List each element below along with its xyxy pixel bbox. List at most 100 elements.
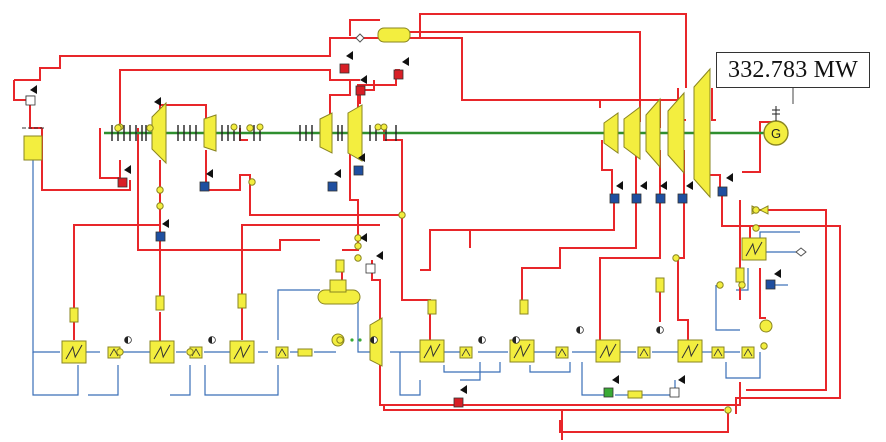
turbine-stage-icon-lp-4 (667, 91, 685, 175)
inline-valve-4 (335, 259, 345, 273)
feedwater-line-34 (399, 352, 421, 396)
valve-icon-red-3 (355, 85, 366, 96)
feedwater-heater-icon-6-coil (599, 343, 617, 359)
steam-line-38 (677, 258, 689, 340)
measurement-flag-icon-20 (678, 375, 685, 384)
steam-line-19 (349, 150, 359, 230)
feedwater-line-10 (88, 365, 119, 396)
valve-icon-blue-7 (655, 193, 666, 204)
valve-icon-blue-5 (609, 193, 620, 204)
measurement-flag-icon-13 (660, 181, 667, 190)
steam-line-35 (521, 196, 637, 300)
inline-valve-7 (655, 277, 665, 293)
steam-drum (377, 27, 411, 43)
indicator-half-5 (656, 326, 660, 334)
steam-line-0 (14, 37, 380, 81)
steam-line-16 (329, 80, 351, 118)
indicator-half-2 (512, 336, 516, 344)
indicator-half-3 (478, 336, 482, 344)
steam-line-30 (601, 140, 613, 196)
measurement-flag-icon-16 (162, 219, 169, 228)
feedwater-heater-icon-2-coil (153, 344, 171, 360)
measurement-flag-icon-7 (334, 169, 341, 178)
drain-cooler-4 (555, 346, 569, 359)
drain-cooler-coil-0 (109, 348, 119, 357)
junction-node-15 (114, 124, 122, 132)
measurement-flag-icon-9 (360, 233, 367, 242)
steam-line-2 (41, 128, 131, 191)
drain-cooler-coil-3 (461, 348, 471, 357)
measurement-flag-icon-3 (402, 57, 409, 66)
inline-valve-3 (297, 348, 313, 357)
steam-line-10 (73, 224, 160, 308)
valve-icon-blue-9 (717, 186, 728, 197)
inline-valve-1 (155, 295, 165, 311)
shaft-node-4 (380, 123, 388, 131)
steam-line-15 (249, 182, 405, 216)
feedwater-line-11 (170, 365, 191, 396)
measurement-flag-icon-19 (612, 375, 619, 384)
feedwater-line-24 (529, 362, 571, 373)
feedwater-line-0 (32, 160, 60, 353)
junction-node-19 (186, 348, 194, 356)
measurement-flag-icon-18 (460, 385, 467, 394)
measurement-flag-icon-4 (154, 97, 161, 106)
steam-line-23 (383, 128, 403, 215)
feedwater-heater-icon-3-coil (233, 344, 251, 360)
coupling-dot-1 (350, 338, 354, 342)
coupling-dot-2 (358, 338, 362, 342)
steam-line-48 (711, 88, 716, 121)
valve-icon-red-5 (453, 397, 464, 408)
shaft-node-3 (374, 123, 382, 131)
valve-icon-blue-3 (327, 181, 338, 192)
junction-node-14 (246, 124, 254, 132)
inline-valve-9 (627, 390, 643, 399)
measurement-flag-icon-10 (376, 251, 383, 260)
pump-icon-condensate (759, 319, 773, 333)
drain-cooler-6 (711, 346, 725, 359)
feedwater-line-28 (725, 352, 761, 379)
inline-valve-6 (519, 299, 529, 315)
measurement-flag-icon-15 (726, 173, 733, 182)
indicator-half-6 (370, 336, 374, 344)
steam-line-25 (405, 37, 661, 128)
drain-cooler-coil-7 (743, 348, 753, 357)
generator-label: G (771, 126, 781, 141)
measurement-flag-icon-0 (30, 85, 37, 94)
drum-diamond-icon (355, 33, 365, 43)
feedwater-line-25 (581, 362, 610, 396)
indicator-half-0 (124, 336, 128, 344)
drain-cooler-3 (459, 346, 473, 359)
measurement-flag-icon-12 (640, 181, 647, 190)
feedwater-heater-icon-7-coil (681, 343, 699, 359)
junction-node-12 (760, 342, 768, 350)
junction-node-6 (354, 254, 362, 262)
inline-valve-8 (735, 267, 745, 283)
valve-icon-white-2 (669, 387, 680, 398)
turbine-stage-icon-lp-1 (603, 112, 619, 154)
drain-cooler-5 (637, 346, 651, 359)
junction-node-10 (752, 206, 760, 214)
inline-valve-0 (69, 307, 79, 323)
steam-line-29 (599, 99, 610, 108)
indicator-half-1 (208, 336, 212, 344)
turbine-stage-icon-hp-1 (151, 101, 167, 165)
measurement-flag-icon-1 (346, 51, 353, 60)
measurement-flag-icon-8 (358, 153, 365, 162)
measurement-flag-icon-11 (616, 181, 623, 190)
steam-line-41 (735, 225, 841, 414)
inline-valve-2 (237, 293, 247, 309)
steam-line-44 (559, 410, 729, 433)
valve-icon-white-1 (365, 263, 376, 274)
turbine-stage-icon-lp-2 (623, 106, 641, 160)
steam-line-22 (371, 260, 456, 406)
feedwater-line-33 (715, 285, 740, 331)
feedwater-lines (32, 160, 800, 396)
drain-cooler-coil-6 (713, 348, 723, 357)
inline-valve-5 (427, 299, 437, 315)
drain-cooler-coil-1 (191, 348, 201, 357)
drain-cooler-coil-4 (557, 348, 567, 357)
feedwater-heater-icon-1-coil (65, 344, 83, 360)
junction-node-0 (156, 186, 164, 194)
nodes-layer (114, 123, 768, 414)
